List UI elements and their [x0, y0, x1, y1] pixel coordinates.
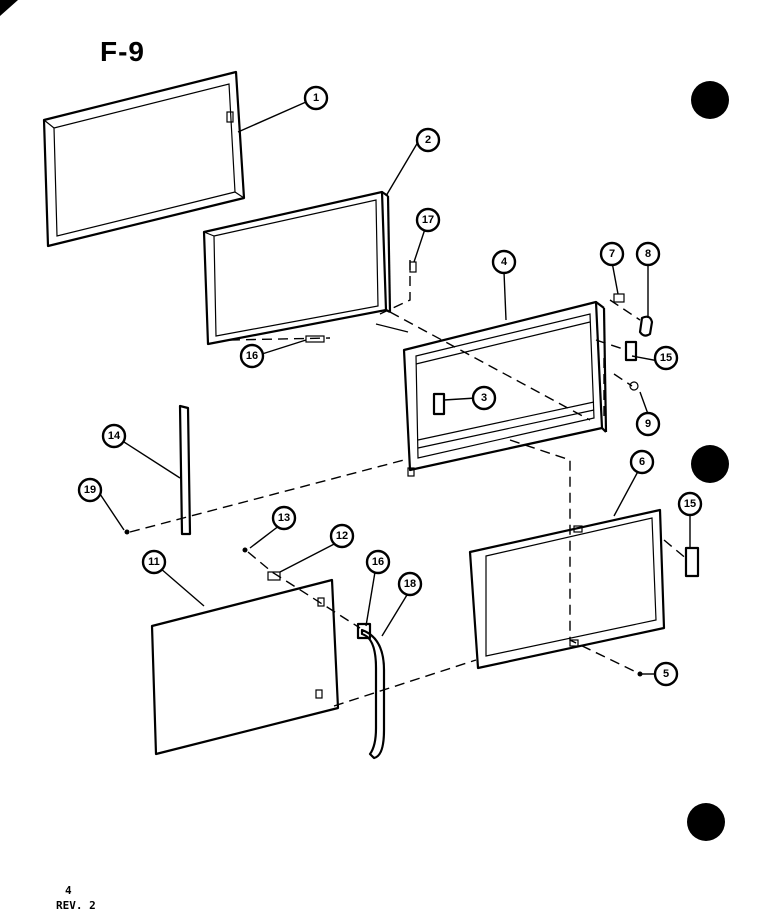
callout-9: 9	[635, 411, 661, 437]
part-8-hinge	[638, 315, 654, 337]
part-17-fitting	[409, 261, 417, 273]
svg-text:18: 18	[404, 578, 416, 590]
svg-text:8: 8	[645, 248, 651, 260]
svg-text:19: 19	[84, 484, 96, 496]
callout-15-lower: 15	[677, 491, 703, 517]
svg-text:11: 11	[148, 556, 160, 568]
svg-text:9: 9	[645, 418, 651, 430]
callout-19: 19	[77, 477, 103, 503]
part-15-block-upper	[624, 340, 638, 362]
part-19-screw	[124, 529, 130, 535]
page-number: 4	[65, 884, 72, 897]
callout-6: 6	[629, 449, 655, 475]
svg-text:2: 2	[425, 134, 431, 146]
callout-18: 18	[397, 571, 423, 597]
callout-17: 17	[415, 207, 441, 233]
part-14-strip	[178, 404, 192, 536]
corner-mark	[0, 0, 18, 16]
callout-16-upper: 16	[239, 343, 265, 369]
part-16-clip	[356, 622, 372, 640]
part-15-block-lower	[684, 546, 700, 578]
callout-3: 3	[471, 385, 497, 411]
revision-label: REV. 2	[56, 899, 96, 912]
part-4-main-frame	[402, 300, 608, 477]
callout-12: 12	[329, 523, 355, 549]
svg-text:12: 12	[336, 530, 348, 542]
svg-text:4: 4	[501, 256, 508, 268]
part-16-spring	[305, 335, 325, 343]
callout-16-lower: 16	[365, 549, 391, 575]
part-12-bracket	[267, 571, 281, 581]
svg-text:6: 6	[639, 456, 645, 468]
svg-text:15: 15	[660, 352, 672, 364]
callout-5: 5	[653, 661, 679, 687]
svg-text:1: 1	[313, 92, 319, 104]
part-6-bottom-frame	[468, 508, 666, 670]
svg-text:17: 17	[422, 214, 434, 226]
part-2-inner-frame	[202, 190, 392, 346]
callout-2: 2	[415, 127, 441, 153]
svg-text:13: 13	[278, 512, 290, 524]
svg-text:16: 16	[372, 556, 384, 568]
binder-hole-middle	[691, 445, 729, 483]
part-11-door-panel	[150, 578, 340, 756]
binder-hole-top	[691, 81, 729, 119]
binder-hole-bottom	[687, 803, 725, 841]
callout-14: 14	[101, 423, 127, 449]
callout-15-upper: 15	[653, 345, 679, 371]
callout-8: 8	[635, 241, 661, 267]
callout-leader-lines	[99, 101, 691, 675]
svg-text:7: 7	[609, 248, 615, 260]
svg-text:3: 3	[481, 392, 487, 404]
svg-text:15: 15	[684, 498, 696, 510]
callout-13: 13	[271, 505, 297, 531]
svg-text:16: 16	[246, 350, 258, 362]
callout-7: 7	[599, 241, 625, 267]
callout-4: 4	[491, 249, 517, 275]
svg-text:14: 14	[108, 430, 121, 442]
part-13-screw	[242, 547, 248, 553]
part-1-outer-frame	[42, 70, 246, 248]
part-9-nut	[629, 381, 639, 391]
part-18-handle	[360, 628, 386, 760]
callout-1: 1	[303, 85, 329, 111]
part-7-pin	[613, 293, 625, 303]
assembly-dashed-lines	[129, 260, 689, 707]
part-3-block	[432, 392, 446, 416]
figure-label: F-9	[100, 36, 145, 67]
part-16-rod	[375, 323, 409, 333]
callout-11: 11	[141, 549, 167, 575]
svg-text:5: 5	[663, 668, 669, 680]
